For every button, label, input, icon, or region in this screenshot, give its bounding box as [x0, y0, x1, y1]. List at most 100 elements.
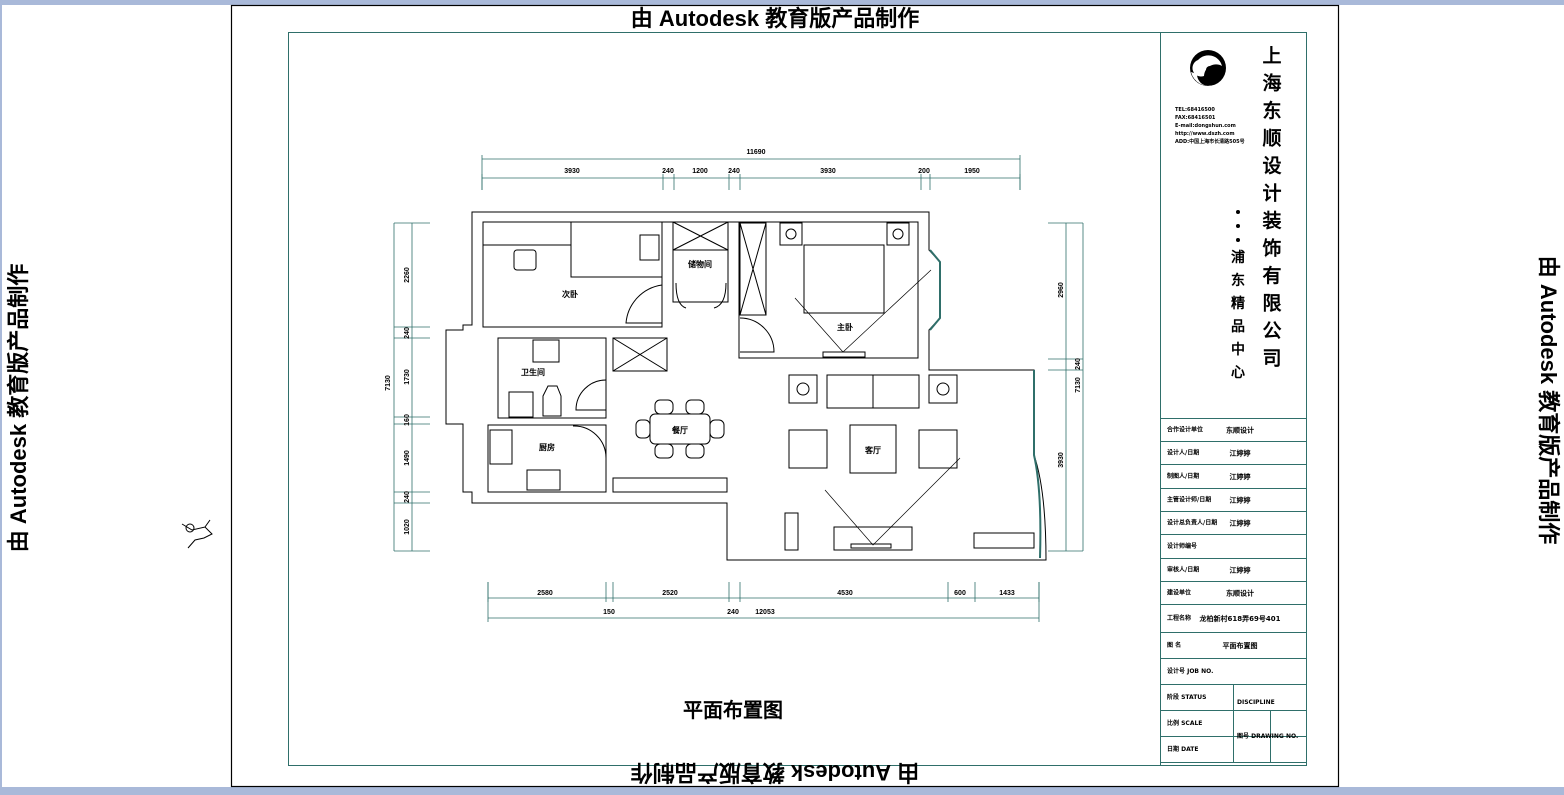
dimension-label: 160: [404, 414, 411, 426]
title-block-value: 东顺设计: [1226, 426, 1254, 435]
bullet-dot: [1236, 238, 1240, 242]
company-logo: [1190, 50, 1226, 87]
dimension-label: 3930: [820, 168, 836, 175]
title-block-label: 设计师编号: [1167, 542, 1197, 550]
contact-line: FAX:68416501: [1175, 115, 1216, 121]
title-block-value: 江婷婷: [1230, 519, 1251, 528]
contact-line: ADD:中国上海市长清路505号: [1175, 138, 1245, 145]
title-block-label: 合作设计单位: [1167, 426, 1203, 434]
title-block-label: 制图人/日期: [1167, 472, 1199, 480]
interior-wall-line: [483, 221, 919, 359]
inner-frame: [288, 32, 1307, 766]
company-name-char: 顺: [1262, 128, 1281, 150]
dimension-label: 7130: [1075, 377, 1082, 393]
title-block-value: 东顺设计: [1226, 589, 1254, 598]
title-block-label: 图 名: [1167, 641, 1181, 649]
fridge-cabinet: [612, 337, 668, 372]
bathroom-room: [497, 337, 607, 419]
dimension-label: 12053: [755, 609, 775, 616]
chair: [513, 249, 537, 271]
tv-cabinet: [822, 351, 866, 358]
company-name-char: 有: [1262, 264, 1281, 287]
company-name-char: 上: [1262, 45, 1281, 67]
room-label-dining: 餐厅: [671, 425, 688, 435]
title-block-label: 比例 SCALE: [1167, 719, 1202, 727]
tv: [850, 543, 892, 549]
bullet-dot: [1236, 224, 1240, 228]
title-block-value: 江婷婷: [1230, 496, 1251, 505]
side-table: [788, 374, 818, 404]
window: [929, 249, 1042, 559]
watermark-top: 由 Autodesk 教育版产品制作: [631, 6, 919, 31]
storage-cabinet: [672, 221, 729, 251]
branch-name-char: 精: [1231, 295, 1245, 312]
dimension-label: 1433: [999, 590, 1015, 597]
door-swing: [572, 425, 607, 459]
floor-plan: [445, 211, 1047, 561]
title-block-label: 审核人/日期: [1167, 566, 1199, 574]
title-block-label: 日期 DATE: [1167, 745, 1198, 753]
dimension-label: 240: [662, 168, 674, 175]
drawing-title: 平面布置图: [683, 698, 783, 722]
room-label-storage: 储物间: [687, 259, 712, 269]
dimension-label: 1730: [404, 369, 411, 385]
left-border-strip: [0, 0, 2, 795]
company-contact: TEL:68416500FAX:68416501E-mail:dongshun.…: [1175, 107, 1245, 145]
company-name-char: 东: [1262, 99, 1281, 122]
toilet: [542, 385, 562, 417]
contact-line: TEL:68416500: [1175, 107, 1215, 113]
dimension-label: 4530: [837, 590, 853, 597]
company-name-char: 海: [1262, 72, 1281, 95]
title-block-label: 设计人/日期: [1167, 449, 1199, 457]
dimension-label: 3930: [564, 168, 580, 175]
dimension-label: 2580: [537, 590, 553, 597]
room-label-bathroom: 卫生间: [521, 367, 545, 377]
tv-cabinet-living: [833, 526, 913, 551]
dimension-label: 2260: [404, 267, 411, 283]
contact-line: http://www.dszh.com: [1175, 131, 1235, 137]
title-block-table: 合作设计单位东顺设计设计人/日期江婷婷制图人/日期江婷婷主管设计师/日期江婷婷设…: [1160, 418, 1306, 763]
branch-name-char: 中: [1231, 341, 1245, 358]
washbasin: [532, 339, 560, 363]
dimension-label: 1950: [964, 168, 980, 175]
exterior-wall: [445, 211, 1047, 561]
dog-figure: [181, 519, 213, 549]
contact-line: E-mail:dongshun.com: [1175, 123, 1236, 129]
washing-machine: [508, 391, 534, 418]
dimension-label: 600: [954, 590, 966, 597]
watermark-bottom: 由 Autodesk 教育版产品制作: [631, 760, 919, 785]
company-name-char: 装: [1261, 209, 1281, 232]
company-name-char: 饰: [1262, 237, 1281, 260]
branch-name-char: 心: [1231, 365, 1245, 381]
paper-sheet: [230, 4, 1340, 788]
company-name-char: 限: [1262, 293, 1281, 315]
coffee-table: [849, 424, 897, 474]
branch-name-char: 浦: [1231, 249, 1245, 266]
title-block-label: 工程名称: [1167, 614, 1191, 622]
title-block-value: 江婷婷: [1230, 449, 1251, 458]
wardrobe: [739, 222, 767, 316]
dimension-label: 240: [1075, 358, 1082, 370]
armchair: [788, 429, 828, 469]
dimension-label: 240: [404, 491, 411, 503]
dimension-label: 150: [603, 609, 615, 616]
title-block-label: DISCIPLINE: [1237, 699, 1275, 706]
title-block-label: 设计总负责人/日期: [1167, 519, 1217, 527]
door-swing: [739, 317, 775, 353]
top-border-strip: [0, 0, 1564, 5]
dining-chairs: [635, 399, 725, 459]
side-table: [928, 374, 958, 404]
branch-name-char: 东: [1231, 272, 1245, 289]
title-block-value: 平面布置图: [1223, 641, 1258, 650]
nightstand: [779, 222, 803, 246]
company-name-char: 司: [1262, 348, 1281, 370]
dimension-label: 240: [404, 327, 411, 339]
dimension-label: 240: [728, 168, 740, 175]
kitchen-sink: [489, 429, 513, 465]
dimension-label: 2960: [1058, 282, 1065, 298]
title-block-label: 图号 DRAWING NO.: [1237, 732, 1298, 740]
